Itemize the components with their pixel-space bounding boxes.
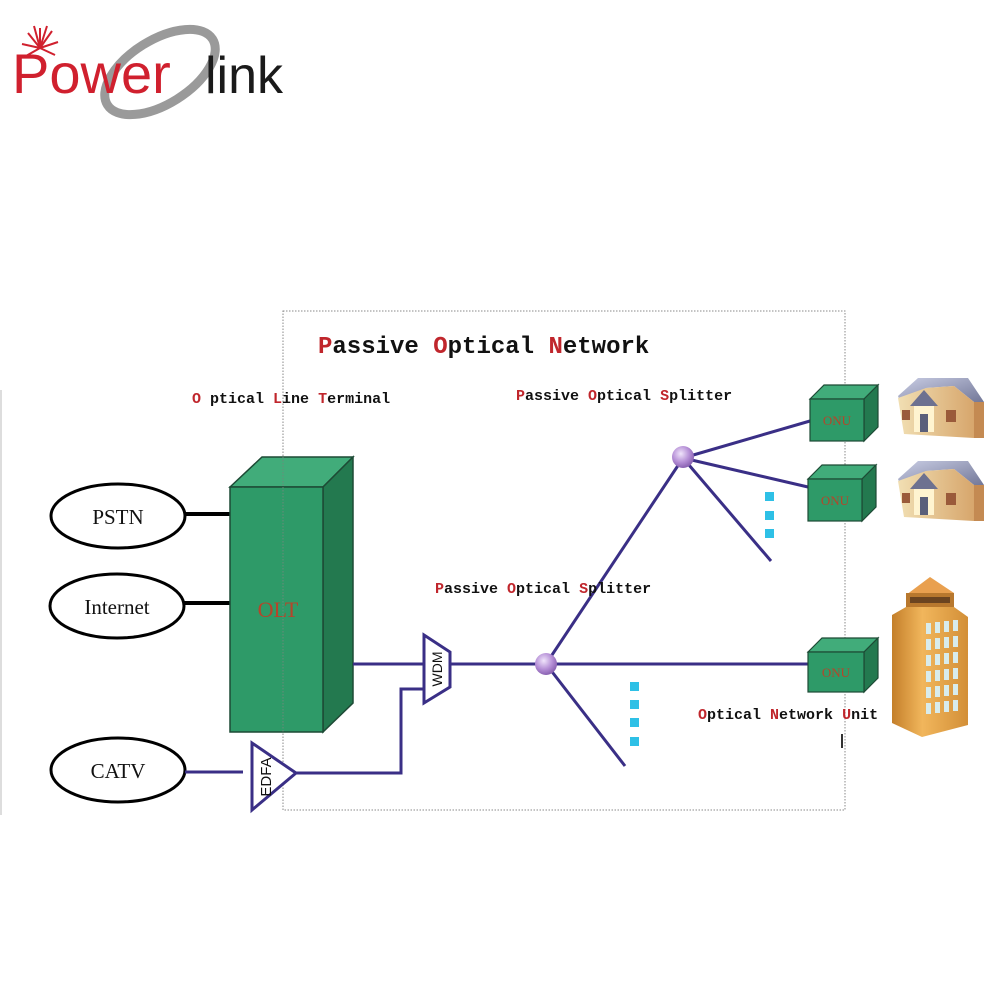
onu-label: ONU	[822, 665, 851, 680]
source-catv: CATV	[49, 736, 187, 804]
splitter-main-caption: Passive Optical Splitter	[435, 581, 651, 598]
text-cursor-mark	[841, 734, 843, 748]
wdm-multiplexer: WDM	[422, 632, 452, 706]
house-icon	[898, 461, 984, 521]
source-label: Internet	[84, 595, 149, 619]
source-label: PSTN	[92, 505, 143, 529]
pon-title: Passive Optical Network	[318, 334, 649, 361]
pon-boundary-frame	[282, 310, 846, 811]
edfa-to-wdm-fiber	[296, 687, 423, 775]
source-pstn: PSTN	[49, 482, 187, 550]
edfa-amplifier: EDFA	[250, 740, 299, 814]
onu-caption: Optical Network Unit	[698, 707, 878, 724]
fiber-branch-extra	[544, 663, 627, 767]
onu-2: ONU	[806, 463, 878, 523]
source-internet: Internet	[48, 572, 186, 640]
olt-label: OLT	[258, 597, 299, 622]
olt-caption: O ptical Line Terminal	[192, 391, 390, 408]
logo-text-link: link	[205, 47, 284, 105]
fiber-to-onu-1	[682, 419, 811, 460]
fiber-to-onu-2	[682, 456, 809, 489]
fiber-to-secondary-splitter	[544, 457, 685, 665]
source-label: CATV	[91, 759, 146, 783]
logo-text-power: Power	[12, 42, 171, 105]
more-branches-dots-bottom	[630, 682, 639, 746]
main-splitter-node	[535, 653, 557, 675]
olt-box: OLT	[228, 455, 355, 734]
onu-label: ONU	[823, 413, 852, 428]
secondary-splitter-node	[672, 446, 694, 468]
fiber-branch-extra-top	[681, 457, 773, 562]
edfa-label: EDFA	[258, 757, 275, 796]
powerlink-logo: Power link	[12, 24, 284, 120]
splitter-top-caption: Passive Optical Splitter	[516, 388, 732, 405]
house-icon	[898, 378, 984, 438]
logo-swoosh	[100, 24, 220, 120]
onu-label: ONU	[821, 493, 850, 508]
more-branches-dots-top	[765, 492, 774, 538]
office-building-icon	[892, 577, 968, 737]
wdm-label: WDM	[429, 652, 445, 687]
onu-1: ONU	[808, 383, 880, 443]
logo-starburst-icon	[21, 25, 59, 57]
onu-3: ONU	[806, 636, 880, 694]
